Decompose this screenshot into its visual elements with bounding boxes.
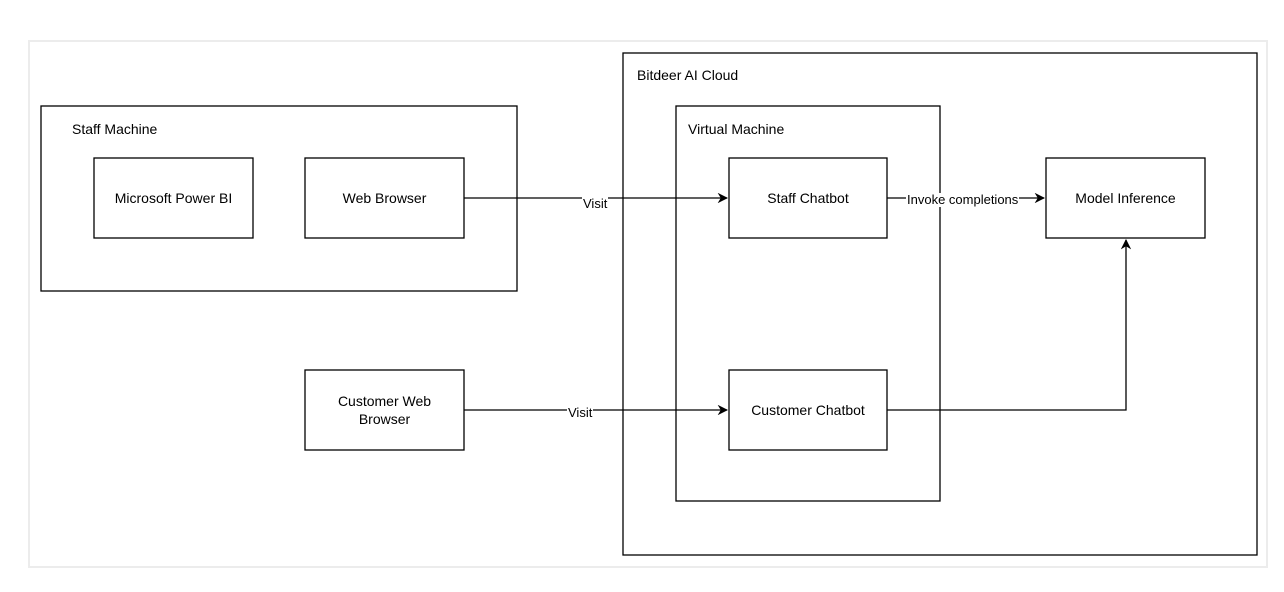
staff-chatbot-box: [728, 157, 888, 239]
visit-customer-label: Visit: [567, 405, 594, 420]
invoke-completions-label: Invoke completions: [906, 192, 1020, 207]
customer-chatbot-box: [728, 369, 888, 451]
power-bi-box: [93, 157, 254, 239]
web-browser-node: Web Browser: [342, 190, 427, 206]
virtual-machine-group: [675, 105, 941, 502]
model-inference-node: Model Inference: [1075, 190, 1176, 206]
staff-machine-label: Staff Machine: [72, 121, 158, 137]
web-browser-box: [304, 157, 465, 239]
virtual-machine-label: Virtual Machine: [688, 121, 785, 137]
power-bi-node: Microsoft Power BI: [114, 190, 233, 206]
visit-staff-label: Visit: [582, 196, 609, 211]
model-inference-box: [1045, 157, 1206, 239]
bitdeer-cloud-label: Bitdeer AI Cloud: [637, 67, 739, 83]
staff-chatbot-node: Staff Chatbot: [767, 190, 849, 206]
customer-browser-box: [304, 369, 465, 451]
edge-customer-to-inference: [887, 238, 1132, 411]
customer-chatbot-node: Customer Chatbot: [751, 402, 865, 418]
bitdeer-cloud-group: [622, 52, 1258, 556]
diagram-canvas: [28, 40, 1268, 568]
customer-browser-node: Customer Web Browser: [337, 393, 432, 427]
